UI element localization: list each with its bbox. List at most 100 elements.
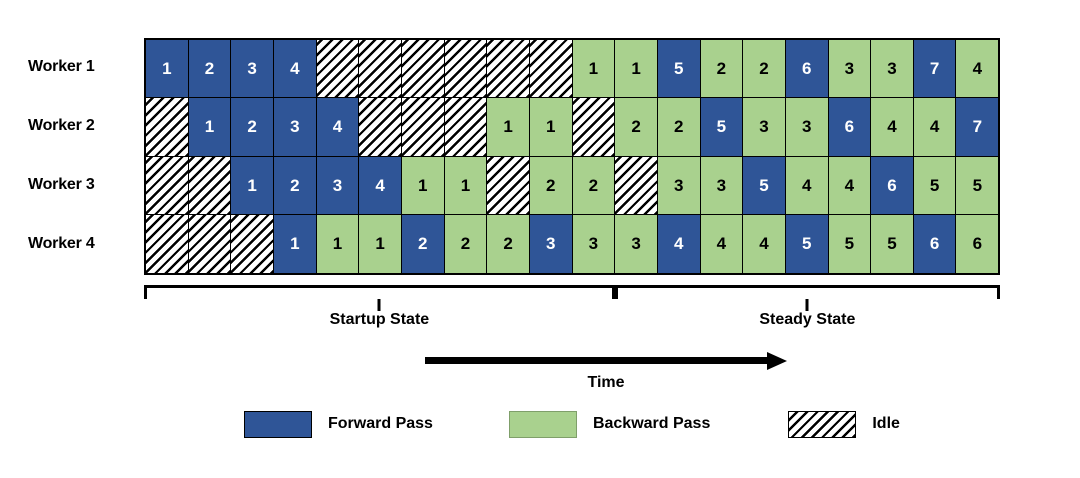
- phase-bracket-group: [144, 285, 1000, 311]
- cell-idle-w3-c2: [188, 156, 232, 215]
- cell-forward-w2-c2: 1: [188, 98, 232, 157]
- cell-forward-w1-c19: 7: [913, 40, 957, 99]
- cell-idle-w1-c9: [487, 40, 530, 99]
- cell-idle-w2-c1: [146, 98, 189, 157]
- cell-idle-w2-c11: [572, 98, 616, 157]
- cell-backward-w2-c18: 4: [871, 98, 914, 157]
- cell-backward-w1-c18: 3: [871, 40, 914, 99]
- cell-backward-w4-c17: 5: [828, 214, 872, 273]
- cell-idle-w1-c8: [444, 40, 488, 99]
- cell-backward-w4-c20: 6: [956, 214, 999, 273]
- cell-backward-w3-c10: 2: [529, 156, 573, 215]
- bracket-tick-icon: [805, 299, 809, 311]
- cell-backward-w2-c16: 3: [785, 98, 829, 157]
- cell-backward-w4-c15: 4: [743, 214, 786, 273]
- cell-forward-w1-c3: 3: [231, 40, 274, 99]
- cell-backward-w1-c12: 1: [615, 40, 658, 99]
- cell-forward-w2-c5: 4: [316, 98, 360, 157]
- cell-forward-w1-c13: 5: [657, 40, 701, 99]
- cell-idle-w1-c5: [316, 40, 360, 99]
- legend-swatch-idle-icon: [788, 410, 857, 438]
- cell-backward-w1-c14: 2: [700, 40, 744, 99]
- cell-idle-w4-c3: [231, 214, 274, 273]
- cell-backward-w1-c15: 2: [743, 40, 786, 99]
- worker-label-1: Worker 1: [28, 57, 95, 75]
- cell-backward-w2-c9: 1: [487, 98, 530, 157]
- cell-backward-w4-c18: 5: [871, 214, 914, 273]
- cell-idle-w4-c1: [146, 214, 189, 273]
- cell-backward-w4-c11: 3: [572, 214, 616, 273]
- phase-bracket-2: [614, 285, 1000, 311]
- cell-backward-w3-c13: 3: [657, 156, 701, 215]
- cell-backward-w4-c6: 1: [359, 214, 402, 273]
- cell-forward-w3-c4: 2: [273, 156, 317, 215]
- phase-bracket-1: [144, 285, 615, 311]
- worker-label-3: Worker 3: [28, 176, 95, 194]
- time-axis-label: Time: [587, 374, 625, 391]
- cell-backward-w4-c9: 2: [487, 214, 530, 273]
- cell-forward-w3-c18: 6: [871, 156, 914, 215]
- legend-item-forward: Forward Pass: [244, 410, 433, 438]
- cell-forward-w1-c1: 1: [146, 40, 189, 99]
- cell-idle-w3-c1: [146, 156, 189, 215]
- legend-item-idle: Idle: [788, 410, 900, 438]
- cell-backward-w3-c17: 4: [828, 156, 872, 215]
- cell-backward-w2-c19: 4: [913, 98, 957, 157]
- cell-backward-w3-c19: 5: [913, 156, 957, 215]
- cell-idle-w1-c10: [529, 40, 573, 99]
- cell-forward-w1-c2: 2: [188, 40, 232, 99]
- cell-forward-w4-c7: 2: [401, 214, 445, 273]
- cell-forward-w3-c6: 4: [359, 156, 402, 215]
- cell-forward-w4-c16: 5: [785, 214, 829, 273]
- cell-idle-w3-c12: [615, 156, 658, 215]
- cell-backward-w2-c15: 3: [743, 98, 786, 157]
- legend-label-forward: Forward Pass: [328, 415, 433, 432]
- legend-swatch-backward-icon: [508, 410, 577, 438]
- cell-backward-w3-c14: 3: [700, 156, 744, 215]
- cell-idle-w4-c2: [188, 214, 232, 273]
- phase-label-2: Steady State: [759, 311, 856, 328]
- cell-backward-w3-c16: 4: [785, 156, 829, 215]
- cell-backward-w3-c8: 1: [444, 156, 488, 215]
- cell-forward-w1-c4: 4: [273, 40, 317, 99]
- arrow-shaft: [425, 357, 769, 364]
- cell-backward-w3-c7: 1: [401, 156, 445, 215]
- cell-backward-w2-c12: 2: [615, 98, 658, 157]
- cell-idle-w2-c8: [444, 98, 488, 157]
- cell-forward-w4-c10: 3: [529, 214, 573, 273]
- cell-forward-w3-c15: 5: [743, 156, 786, 215]
- cell-backward-w4-c5: 1: [316, 214, 360, 273]
- cell-backward-w4-c12: 3: [615, 214, 658, 273]
- cell-forward-w2-c20: 7: [956, 98, 999, 157]
- arrow-head-icon: [767, 352, 787, 370]
- cell-idle-w3-c9: [487, 156, 530, 215]
- cell-forward-w4-c4: 1: [273, 214, 317, 273]
- legend-label-backward: Backward Pass: [592, 415, 711, 432]
- worker-label-4: Worker 4: [28, 235, 95, 253]
- phase-label-1: Startup State: [329, 311, 430, 328]
- cell-forward-w4-c13: 4: [657, 214, 701, 273]
- cell-forward-w2-c14: 5: [700, 98, 744, 157]
- legend-swatch-forward-icon: [244, 410, 312, 438]
- cell-forward-w1-c16: 6: [785, 40, 829, 99]
- cell-backward-w2-c13: 2: [657, 98, 701, 157]
- cell-forward-w4-c19: 6: [913, 214, 957, 273]
- cell-forward-w2-c3: 2: [231, 98, 274, 157]
- cell-idle-w1-c7: [401, 40, 445, 99]
- cell-idle-w1-c6: [359, 40, 402, 99]
- cell-forward-w2-c17: 6: [828, 98, 872, 157]
- cell-backward-w1-c17: 3: [828, 40, 872, 99]
- cell-idle-w2-c7: [401, 98, 445, 157]
- cell-forward-w3-c3: 1: [231, 156, 274, 215]
- cell-idle-w2-c6: [359, 98, 402, 157]
- cell-forward-w2-c4: 3: [273, 98, 317, 157]
- legend-item-backward: Backward Pass: [508, 410, 711, 438]
- cell-forward-w3-c5: 3: [316, 156, 360, 215]
- cell-backward-w2-c10: 1: [529, 98, 573, 157]
